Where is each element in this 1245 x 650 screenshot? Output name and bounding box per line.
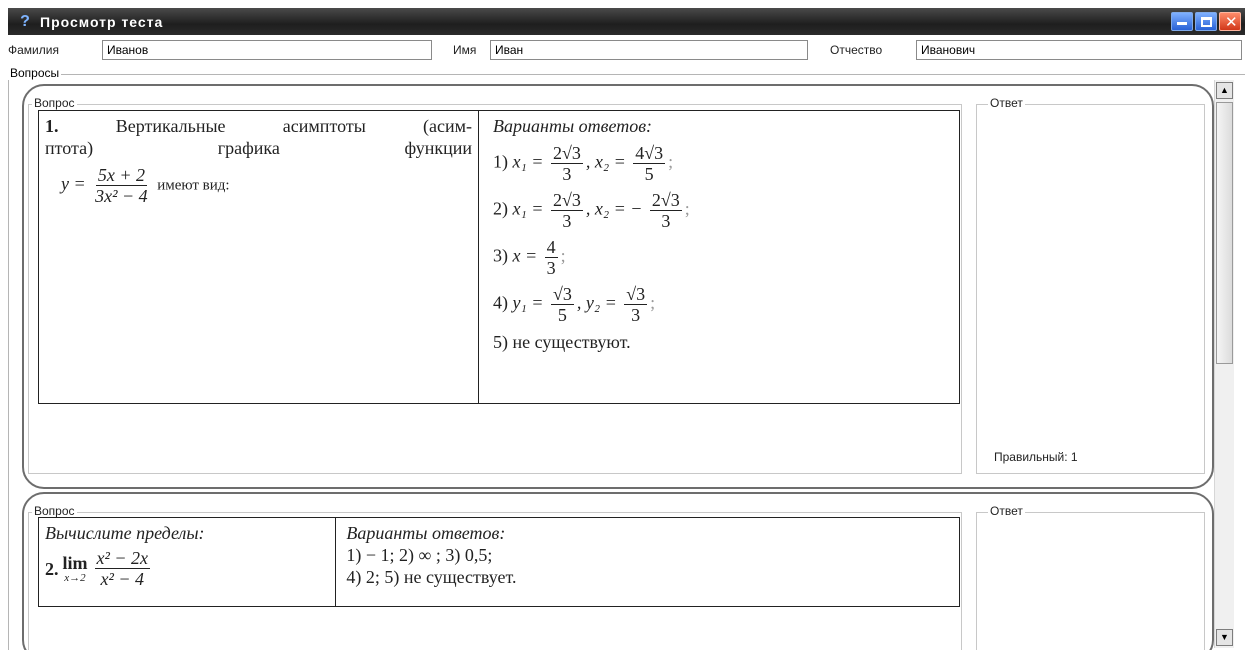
question-2-frame [28,512,962,650]
question-2-options: Варианты ответов: 1) − 1; 2) ∞ ; 3) 0,5;… [336,518,959,606]
question-1-legend: Вопрос [32,96,77,110]
questions-scrollbar[interactable]: ▲ ▼ [1214,80,1234,648]
surname-field[interactable]: Иванов [102,40,432,60]
close-icon: ✕ [1225,14,1238,31]
question-1-func-fraction: 5x + 2 3x² − 4 [95,165,148,206]
question-1-text-line2: птота) графика функции [45,138,473,158]
answer-1-frame [976,104,1205,474]
name-label: Имя [453,43,477,57]
patronymic-field[interactable]: Иванович [916,40,1242,60]
answer-2-legend: Ответ [988,504,1025,518]
question-1-option-5: 5) не существуют. [493,332,631,352]
question-2-number: 2. [45,558,59,579]
window-title: Просмотр теста [40,13,164,30]
questions-group-left-border [8,74,9,650]
question-2-fraction: x² − 2x x² − 4 [94,548,151,589]
minimize-button[interactable] [1171,12,1193,31]
maximize-button[interactable] [1195,12,1217,31]
question-1-func-suffix: имеют вид: [157,177,230,194]
patronymic-label: Отчество [830,43,883,57]
question-2-prompt: Вычислите пределы: [45,523,205,543]
student-name-row: Фамилия Иванов Имя Иван Отчество Иванови… [8,38,1245,62]
scroll-up-icon[interactable]: ▲ [1216,82,1233,99]
name-field[interactable]: Иван [490,40,808,60]
question-1-text-line1: Вертикальные асимптоты (асим- [115,116,473,136]
window-controls: ✕ [1171,12,1241,31]
question-2-legend: Вопрос [32,504,77,518]
answer-1-legend: Ответ [988,96,1025,110]
question-1-frame [28,104,962,474]
questions-group-label: Вопросы [8,66,62,80]
question-1-table: 1. Вертикальные асимптоты (асим- птота) … [38,110,960,404]
question-1-statement: 1. Вертикальные асимптоты (асим- птота) … [39,111,480,403]
close-button[interactable]: ✕ [1219,12,1241,31]
question-2-limit: lim x→2 [62,552,88,584]
answer-2-frame [976,512,1205,650]
scroll-down-icon[interactable]: ▼ [1216,629,1233,646]
window-titlebar: ? Просмотр теста ✕ [8,8,1245,35]
question-2-statement: Вычислите пределы: 2. lim x→2 x² − 2x x²… [39,518,337,606]
question-2-table: Вычислите пределы: 2. lim x→2 x² − 2x x²… [38,517,960,607]
question-1-correct-answer: Правильный: 1 [994,450,1078,464]
question-2-options-line1: 1) − 1; 2) ∞ ; 3) 0,5; [346,545,493,565]
question-2-options-line2: 4) 2; 5) не существует. [346,567,517,587]
scroll-thumb[interactable] [1216,102,1233,364]
question-1-number: 1. [45,116,59,136]
questions-group-border [8,74,1245,75]
surname-label: Фамилия [8,43,59,57]
help-question-icon: ? [20,12,30,30]
question-1-options-title: Варианты ответов: [493,116,653,136]
question-1-func-y: y = [61,173,86,194]
question-2-options-title: Варианты ответов: [346,523,506,543]
